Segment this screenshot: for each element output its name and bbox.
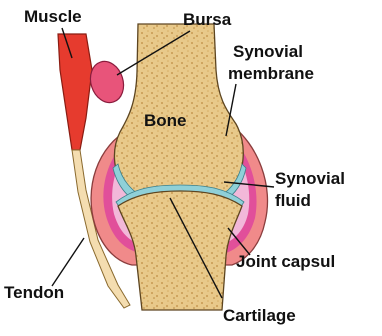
muscle-shape [58, 34, 92, 150]
label-bone: Bone [144, 111, 187, 130]
label-muscle: Muscle [24, 7, 82, 26]
label-synovial-membrane-line1: Synovial [233, 42, 303, 61]
label-tendon: Tendon [4, 283, 64, 302]
label-synovial-fluid-line2: fluid [275, 191, 311, 210]
leader-tendon [52, 238, 84, 286]
label-joint-capsule: Joint capsul [236, 252, 335, 271]
bursa-shape [85, 57, 128, 107]
label-synovial-fluid-line1: Synovial [275, 169, 345, 188]
label-synovial-membrane-line2: membrane [228, 64, 314, 83]
label-bursa: Bursa [183, 10, 232, 29]
label-cartilage: Cartilage [223, 306, 296, 325]
lower-bone-shape [118, 191, 242, 310]
